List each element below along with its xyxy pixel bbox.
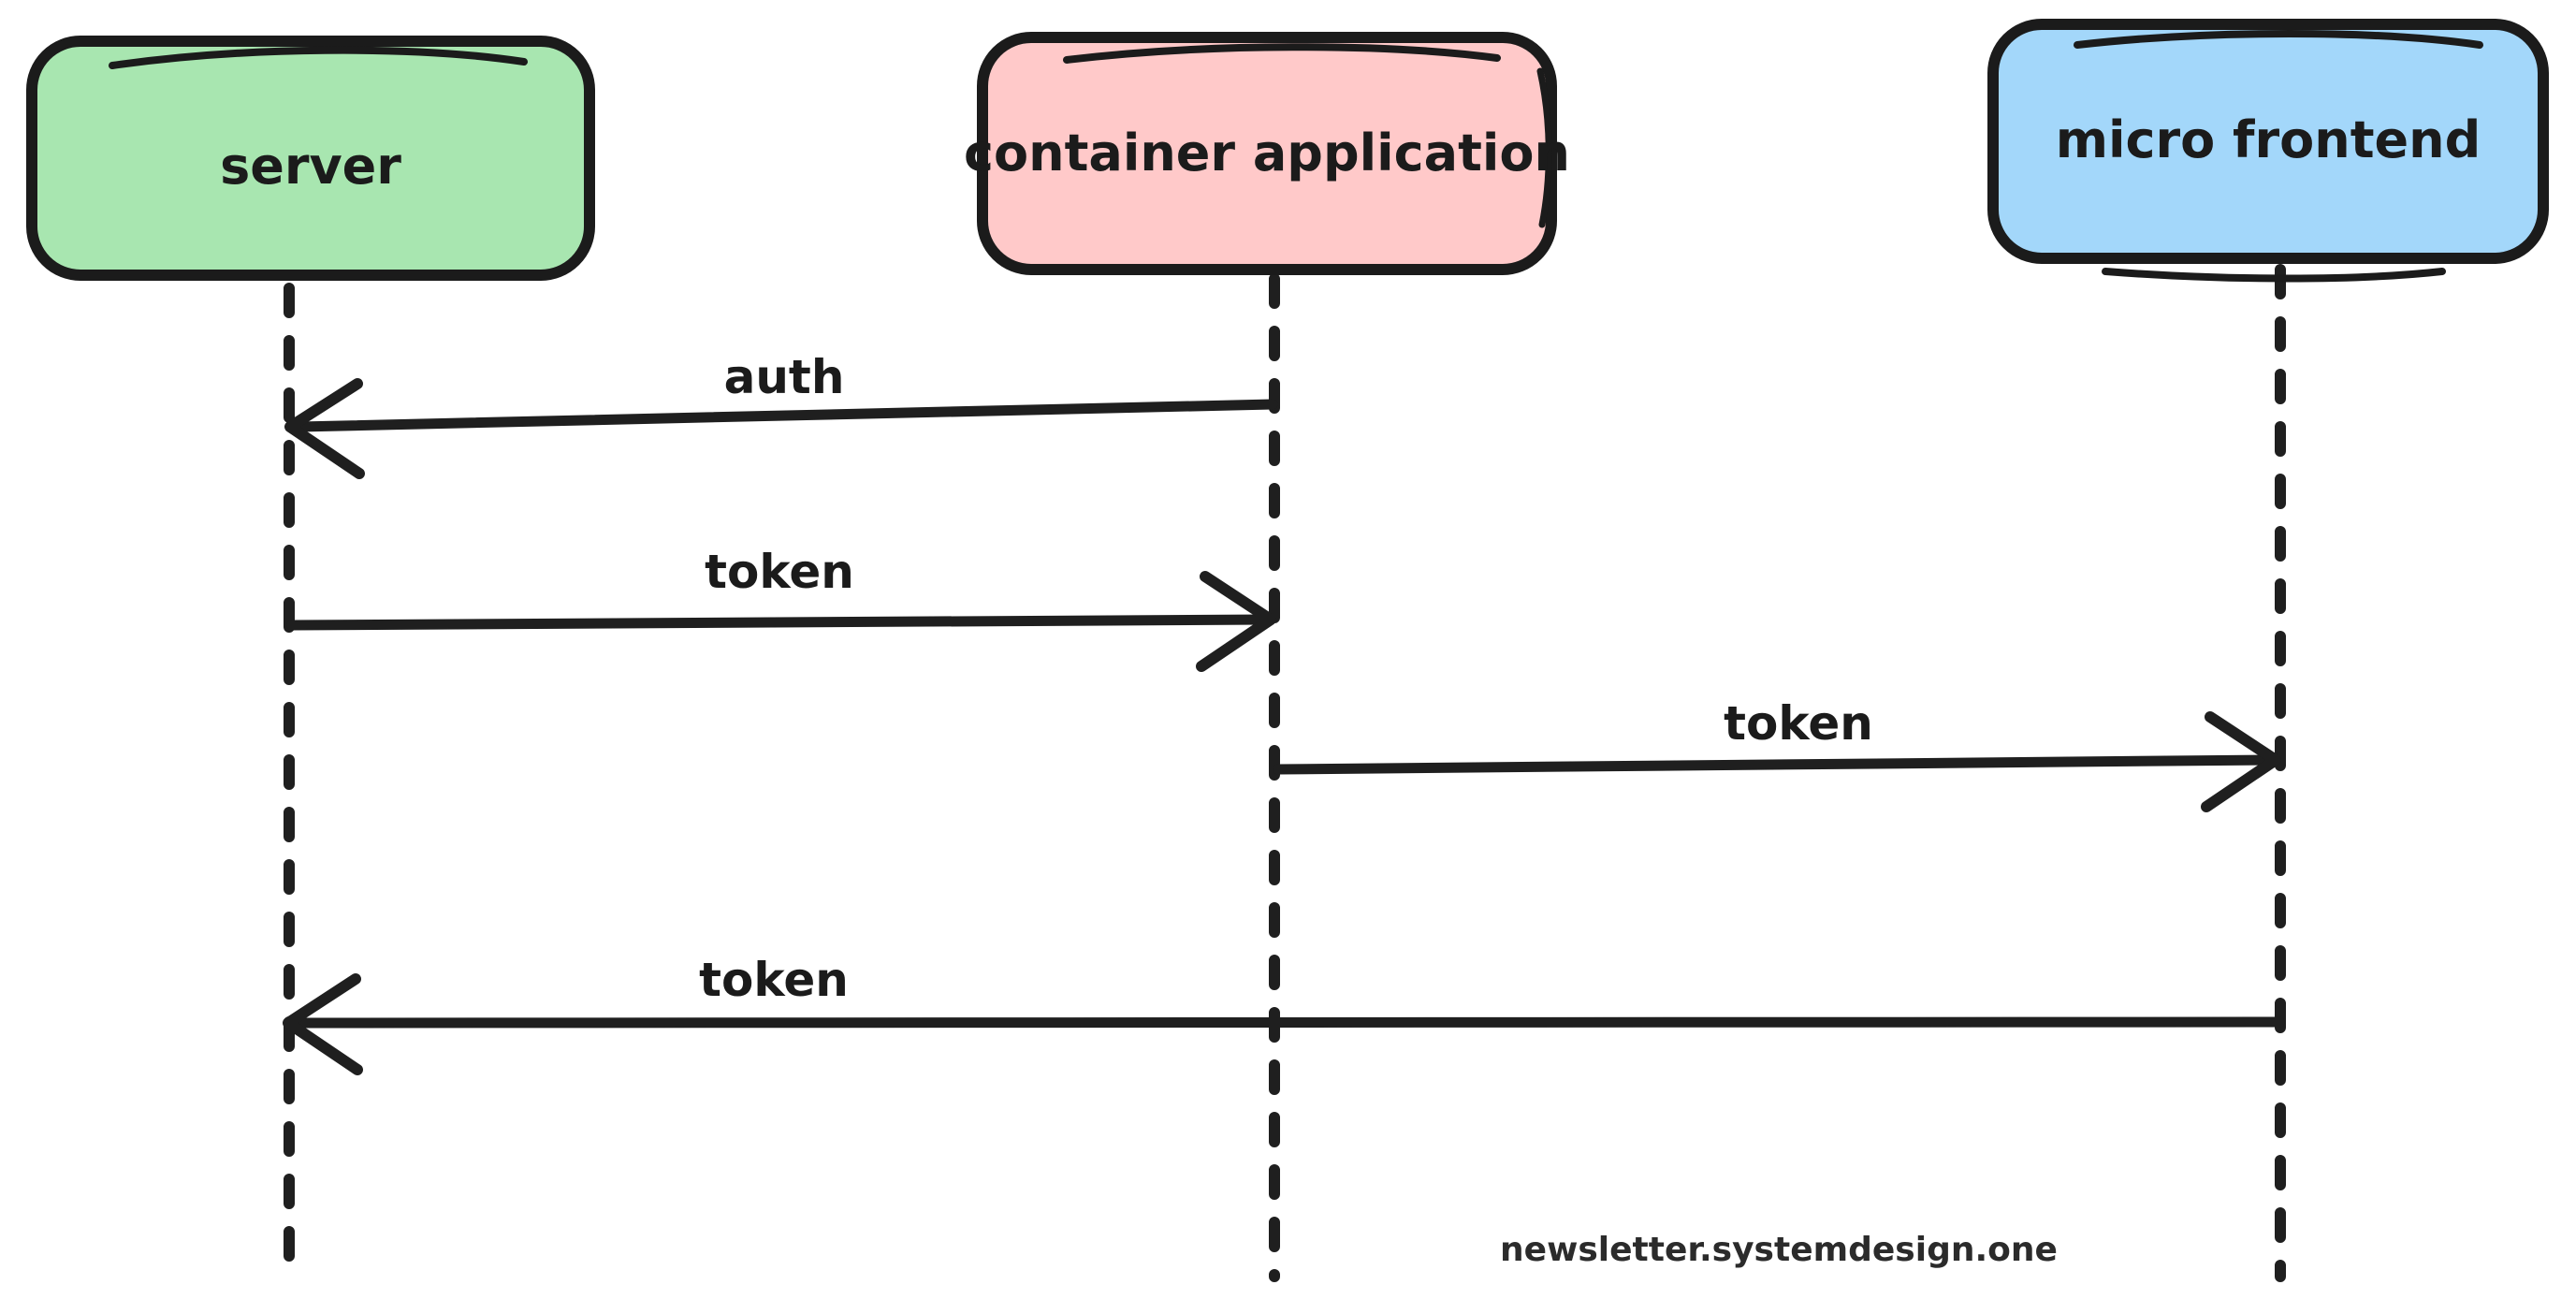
actor-micro-frontend-sketch-stroke [2074,30,2483,49]
actor-container-application-label: container application [964,124,1570,182]
actor-container-application-sketch-stroke [1063,43,1501,64]
actor-micro-frontend: micro frontend [1987,19,2549,283]
message-token-1: token [286,545,1276,672]
message-token-1-arrowhead-right-icon [1196,571,1276,672]
actor-server-sketch-stroke [109,46,528,69]
actor-micro-frontend-label: micro frontend [2056,110,2481,169]
message-auth-arrowhead-left-icon [284,378,365,479]
actor-micro-frontend-sketch-stroke-2 [2102,268,2446,283]
actor-container-application-sketch-stroke-2 [1536,67,1552,228]
message-token-3-arrowhead-left-icon [283,973,363,1075]
message-auth: auth [284,350,1278,479]
actor-container-application: container application [964,32,1570,275]
message-token-1-line [286,614,1271,631]
message-token-3: token [283,953,2285,1075]
actor-server: server [26,36,595,281]
message-token-2-label: token [1724,696,1873,751]
message-token-3-label: token [699,953,849,1007]
message-token-1-label: token [705,545,854,599]
message-token-2-arrowhead-right-icon [2201,711,2281,812]
message-auth-line [294,399,1278,432]
message-token-2: token [1273,696,2281,812]
message-token-3-line [292,1016,2285,1029]
message-token-2-line [1273,754,2274,775]
actor-server-box [26,36,595,281]
actor-server-label: server [220,137,401,196]
actor-micro-frontend-box [1987,19,2549,264]
watermark-text: newsletter.systemdesign.one [1500,1231,2058,1269]
message-auth-label: auth [724,350,845,404]
